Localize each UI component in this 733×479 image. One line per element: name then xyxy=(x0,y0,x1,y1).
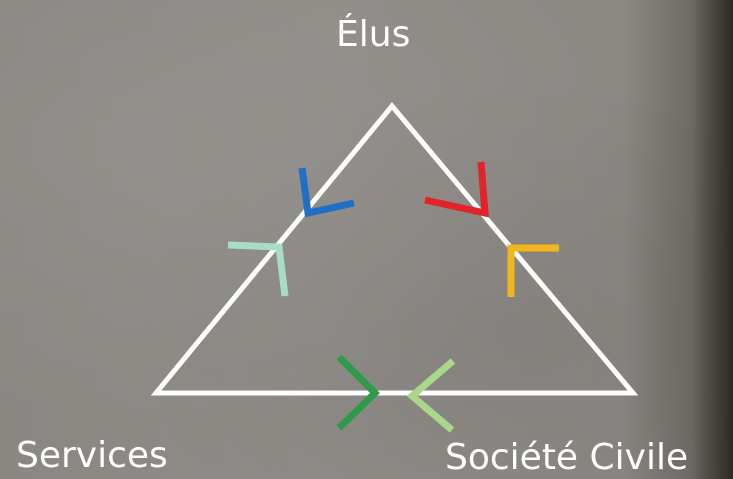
label-elus: Élus xyxy=(336,17,410,53)
label-societe-civile: Société Civile xyxy=(445,440,688,476)
label-services: Services xyxy=(16,438,168,474)
arrow-blue xyxy=(302,168,354,213)
triangle xyxy=(156,106,633,393)
